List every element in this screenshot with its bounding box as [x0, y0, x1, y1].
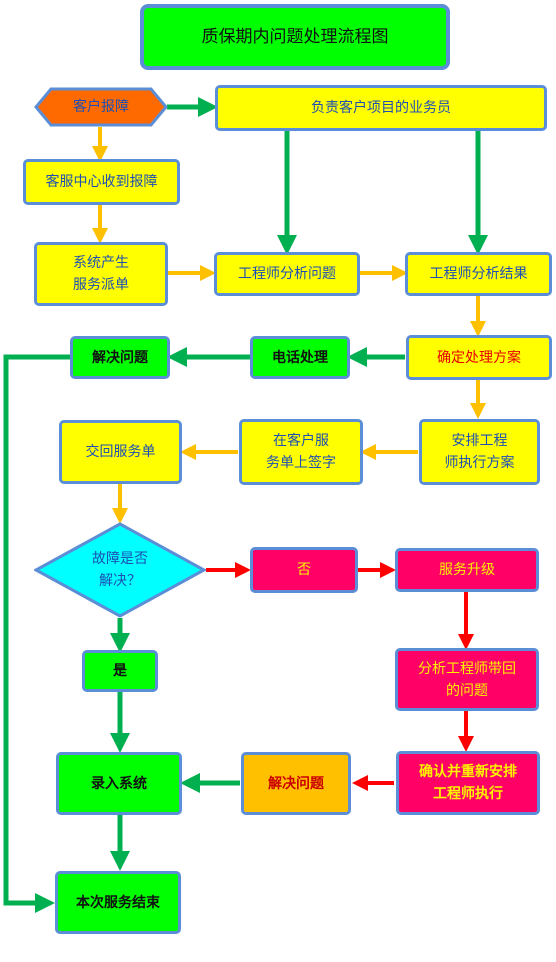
service-center-node: 客服中心收到报障: [23, 159, 180, 205]
yes-node: 是: [82, 650, 158, 692]
arrange-engineer-node: 安排工程 师执行方案: [419, 419, 540, 485]
salesperson-node: 负责客户项目的业务员: [215, 85, 547, 131]
return-ticket-node: 交回服务单: [59, 420, 182, 484]
fault-solved-label: 故障是否 解决？: [92, 551, 148, 589]
page-title: 质保期内问题处理流程图: [140, 4, 450, 70]
enter-system-node: 录入系统: [56, 752, 182, 815]
arrow-solve-to-end: [3, 354, 70, 913]
customer-sign-node: 在客户服 务单上签字: [239, 419, 363, 485]
fault-solved-decision: 故障是否 解决？: [34, 522, 206, 618]
system-dispatch-node: 系统产生 服务派单: [34, 242, 168, 306]
customer-report-label: 客户报障: [73, 99, 129, 115]
solve-problem-node-1: 解决问题: [70, 336, 170, 379]
confirm-plan-node: 确定处理方案: [406, 335, 552, 380]
reconfirm-engineer-node: 确认并重新安排 工程师执行: [396, 751, 540, 815]
engineer-result-node: 工程师分析结果: [405, 252, 552, 296]
service-upgrade-node: 服务升级: [395, 548, 539, 592]
solve-problem-node-2: 解决问题: [241, 752, 351, 815]
engineer-analyze-node: 工程师分析问题: [214, 252, 360, 296]
service-end-node: 本次服务结束: [55, 871, 181, 934]
phone-handle-node: 电话处理: [250, 336, 350, 379]
no-node: 否: [250, 547, 358, 593]
analyze-returned-problem-node: 分析工程师带回 的问题: [395, 648, 539, 711]
customer-report-node: 客户报障: [34, 87, 168, 127]
